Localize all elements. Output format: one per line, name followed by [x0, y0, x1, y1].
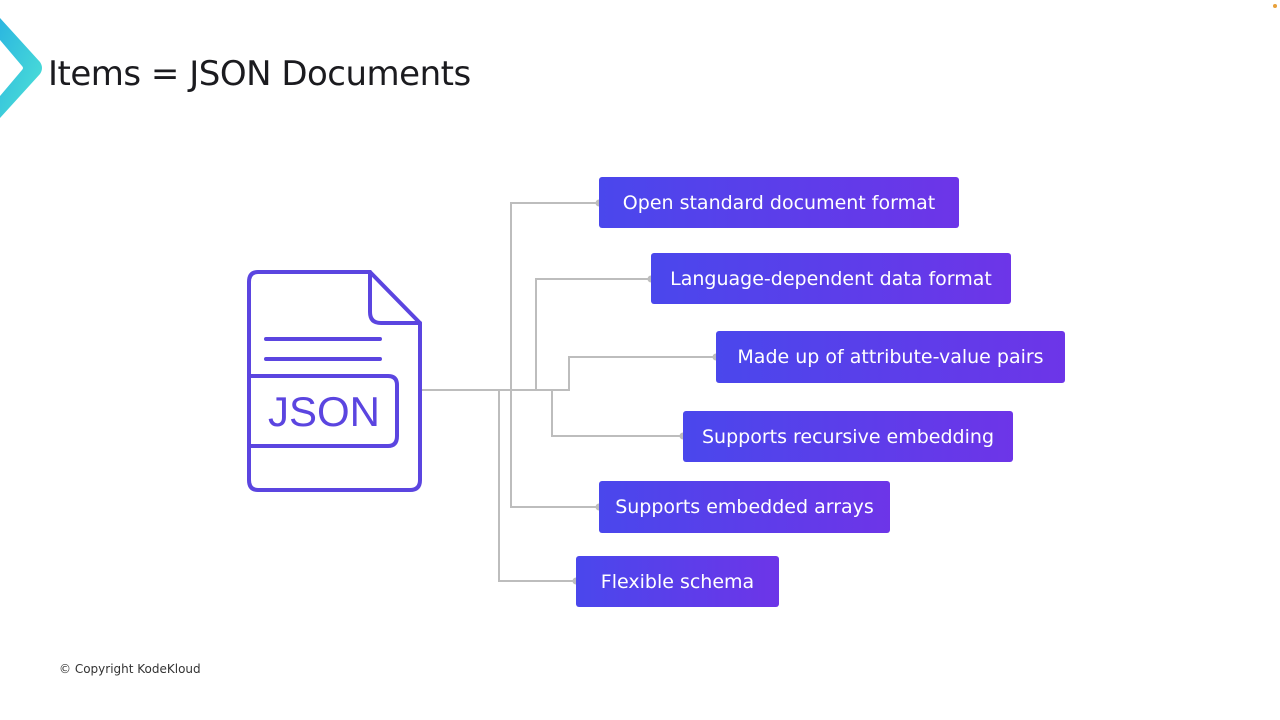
feature-attribute-value-pairs: Made up of attribute-value pairs — [716, 331, 1065, 383]
json-file-icon — [247, 270, 422, 492]
feature-language-dependent: Language-dependent data format — [651, 253, 1011, 304]
kodekloud-logo-chevron — [0, 18, 42, 118]
feature-recursive-embedding: Supports recursive embedding — [683, 411, 1013, 462]
feature-open-standard: Open standard document format — [599, 177, 959, 228]
page-title: Items = JSON Documents — [48, 54, 471, 94]
copyright-footer: © Copyright KodeKloud — [59, 662, 201, 676]
json-icon-label: JSON — [268, 388, 380, 435]
feature-embedded-arrays: Supports embedded arrays — [599, 481, 890, 533]
feature-flexible-schema: Flexible schema — [576, 556, 779, 607]
indicator-dot — [1273, 4, 1277, 8]
